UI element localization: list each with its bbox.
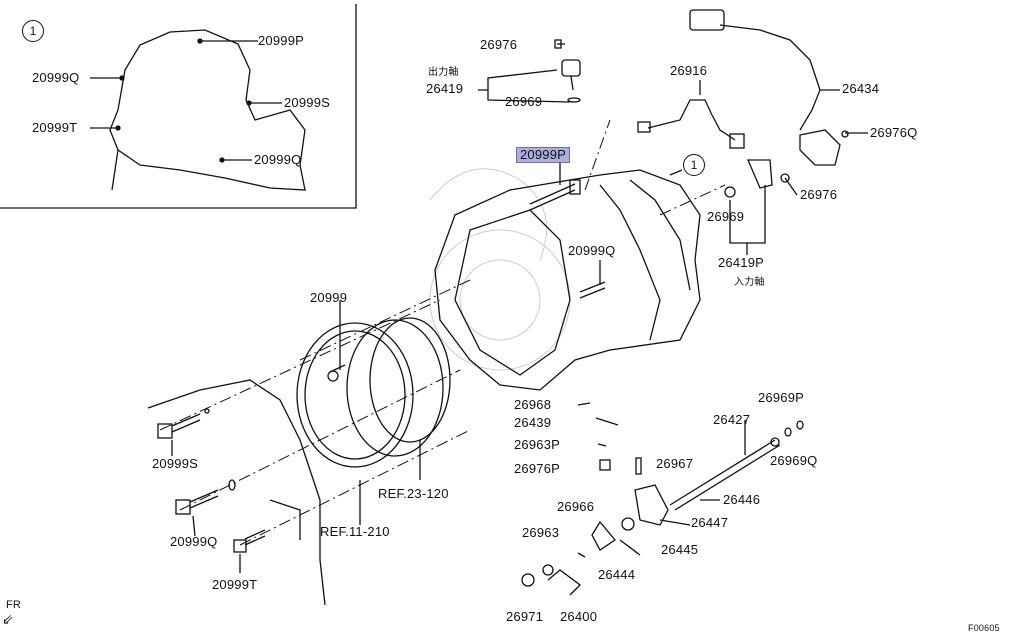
part-label-26976-right[interactable]: 26976 <box>800 187 838 202</box>
part-label-26969-top[interactable]: 26969 <box>505 94 543 109</box>
part-label-26971[interactable]: 26971 <box>506 609 544 624</box>
part-label-26446[interactable]: 26446 <box>723 492 761 507</box>
main-callout: 1 <box>683 154 705 176</box>
front-direction-label: FR <box>6 599 22 611</box>
part-label-20999p-highlighted[interactable]: 20999P <box>516 147 571 163</box>
torque-converter <box>369 317 451 443</box>
part-label-26976q[interactable]: 26976Q <box>870 125 918 140</box>
part-label-26963p[interactable]: 26963P <box>514 437 561 452</box>
part-label-26976p[interactable]: 26976P <box>514 461 561 476</box>
inset-label-20999q-2: 20999Q <box>254 152 302 167</box>
input-speed-sensor <box>747 159 773 189</box>
front-arrow-icon: ⇙ <box>2 611 14 627</box>
input-shaft-label: 入力軸 <box>734 277 765 288</box>
ref-11-210[interactable]: REF.11-210 <box>320 524 390 539</box>
part-label-20999[interactable]: 20999 <box>310 290 348 305</box>
part-label-26916[interactable]: 26916 <box>670 63 708 78</box>
inset-housing <box>109 29 306 191</box>
bolt-20999p <box>529 183 576 211</box>
shift-shaft-26427 <box>669 439 781 511</box>
output-shaft-label: 出力軸 <box>428 67 459 78</box>
part-label-26445[interactable]: 26445 <box>661 542 699 557</box>
part-label-26447[interactable]: 26447 <box>691 515 729 530</box>
part-label-26976-top[interactable]: 26976 <box>480 37 518 52</box>
part-label-20999s[interactable]: 20999S <box>152 456 199 471</box>
part-label-26427[interactable]: 26427 <box>713 412 751 427</box>
ref-23-120[interactable]: REF.23-120 <box>378 486 449 501</box>
part-label-26963[interactable]: 26963 <box>522 525 560 540</box>
part-label-26434[interactable]: 26434 <box>842 81 880 96</box>
part-label-26400[interactable]: 26400 <box>560 609 598 624</box>
part-label-26439[interactable]: 26439 <box>514 415 552 430</box>
part-label-26969-right[interactable]: 26969 <box>707 209 745 224</box>
part-label-20999q-low[interactable]: 20999Q <box>170 534 218 549</box>
harness-26434 <box>719 24 821 131</box>
flexplate <box>296 322 414 468</box>
part-label-26419p[interactable]: 26419P <box>718 255 765 270</box>
part-label-20999q-mid[interactable]: 20999Q <box>568 243 616 258</box>
inset-callout: 1 <box>22 20 44 42</box>
part-label-26967[interactable]: 26967 <box>656 456 694 471</box>
inset-label-20999s: 20999S <box>284 95 331 110</box>
output-speed-sensor <box>561 59 581 77</box>
part-label-26419[interactable]: 26419 <box>426 81 464 96</box>
transmission-case <box>434 169 701 391</box>
part-label-26966[interactable]: 26966 <box>557 499 595 514</box>
part-label-20999t[interactable]: 20999T <box>212 577 258 592</box>
harness-26916 <box>647 99 736 141</box>
inset-label-20999p: 20999P <box>258 33 305 48</box>
inset-label-20999q: 20999Q <box>32 70 80 85</box>
part-label-26968[interactable]: 26968 <box>514 397 552 412</box>
diagram-code: F00605 <box>968 623 1000 633</box>
inset-label-20999t: 20999T <box>32 120 78 135</box>
inset-frame <box>0 4 357 209</box>
part-label-26444[interactable]: 26444 <box>598 567 636 582</box>
part-label-26969p[interactable]: 26969P <box>758 390 805 405</box>
part-label-26969q[interactable]: 26969Q <box>770 453 818 468</box>
